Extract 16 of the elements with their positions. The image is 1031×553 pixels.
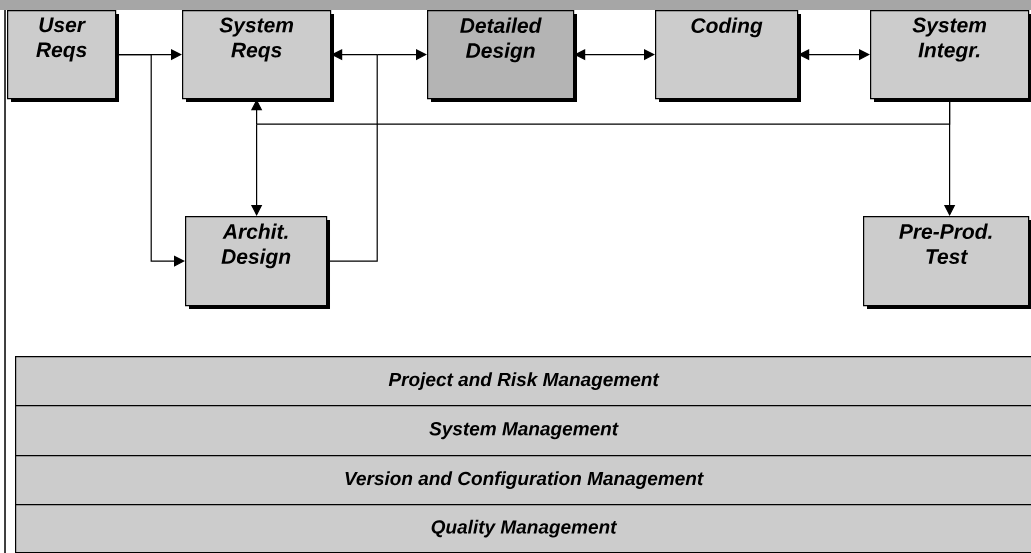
process-box: Coding [655, 10, 801, 102]
process-box: User Reqs [7, 10, 119, 102]
node-label: System Management [429, 421, 619, 440]
node-label: Version and Configuration Management [345, 471, 704, 489]
process-box: Archit. Design [185, 216, 330, 309]
process-box: Detailed Design [427, 10, 577, 102]
node-label: Project and Risk Management [388, 372, 660, 390]
arrow [798, 48, 870, 61]
process-box: Pre-Prod. Test [863, 216, 1031, 309]
band: Version and Configuration Management [15, 455, 1031, 506]
band: Project and Risk Management [15, 356, 1031, 407]
process-box: System Integr. [870, 10, 1031, 102]
band: Quality Management [15, 504, 1031, 553]
band: System Management [15, 405, 1031, 457]
process-box: System Reqs [182, 10, 334, 102]
arrow [574, 48, 655, 61]
